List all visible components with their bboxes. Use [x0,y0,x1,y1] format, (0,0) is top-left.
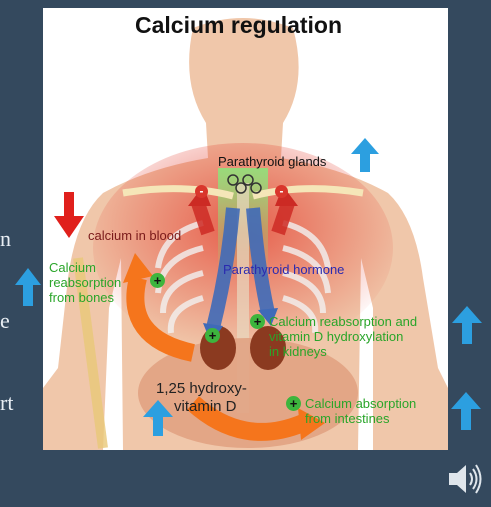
plus-circle-icon: + [250,314,265,329]
arrow-up-icon [351,138,379,172]
slide-text-fragment-2: e [0,310,10,332]
parathyroid-hormone-label: Parathyroid hormone [223,262,344,277]
minus-sign: - [280,184,284,198]
intestine-absorption-line-1: Calcium absorption [305,396,416,411]
kidney-reabsorption-line-1: Calcium reabsorption and [269,314,417,329]
parathyroid-glands-label: Parathyroid glands [218,154,326,169]
arrow-up-icon [143,400,173,436]
plus-circle-icon: + [205,328,220,343]
calcium-regulation-diagram: Calcium regulation Parathyroid glands ca… [43,8,448,450]
kidney-reabsorption-line-3: in kidneys [269,344,417,359]
bone-reabsorption-label: Calcium reabsorption from bones [49,260,121,305]
arrow-up-icon [451,392,481,430]
plus-circle-icon: + [150,273,165,288]
intestine-absorption-label: Calcium absorption from intestines [305,396,416,426]
bone-reabsorption-line-2: reabsorption [49,275,121,290]
vitamin-d-line-1: 1,25 hydroxy- [156,380,247,398]
minus-circle-icon: - [275,185,288,198]
minus-sign: - [200,184,204,198]
bone-reabsorption-line-1: Calcium [49,260,121,275]
bone-reabsorption-line-3: from bones [49,290,121,305]
plus-sign: + [154,273,162,288]
minus-circle-icon: - [195,185,208,198]
plus-circle-icon: + [286,396,301,411]
slide-text-fragment-3: rt [0,392,13,414]
kidney-reabsorption-label: Calcium reabsorption and vitamin D hydro… [269,314,417,359]
speaker-icon[interactable] [447,462,483,496]
arrow-up-icon [452,306,482,344]
slide-text-fragment-1: n [0,228,11,250]
plus-sign: + [209,328,217,343]
plus-sign: + [254,314,262,329]
arrow-down-icon [54,192,84,238]
arrow-up-icon [15,268,41,306]
kidney-reabsorption-line-2: vitamin D hydroxylation [269,329,417,344]
diagram-title: Calcium regulation [135,12,342,39]
calcium-in-blood-label: calcium in blood [88,228,181,243]
plus-sign: + [290,396,298,411]
intestine-absorption-line-2: from intestines [305,411,416,426]
